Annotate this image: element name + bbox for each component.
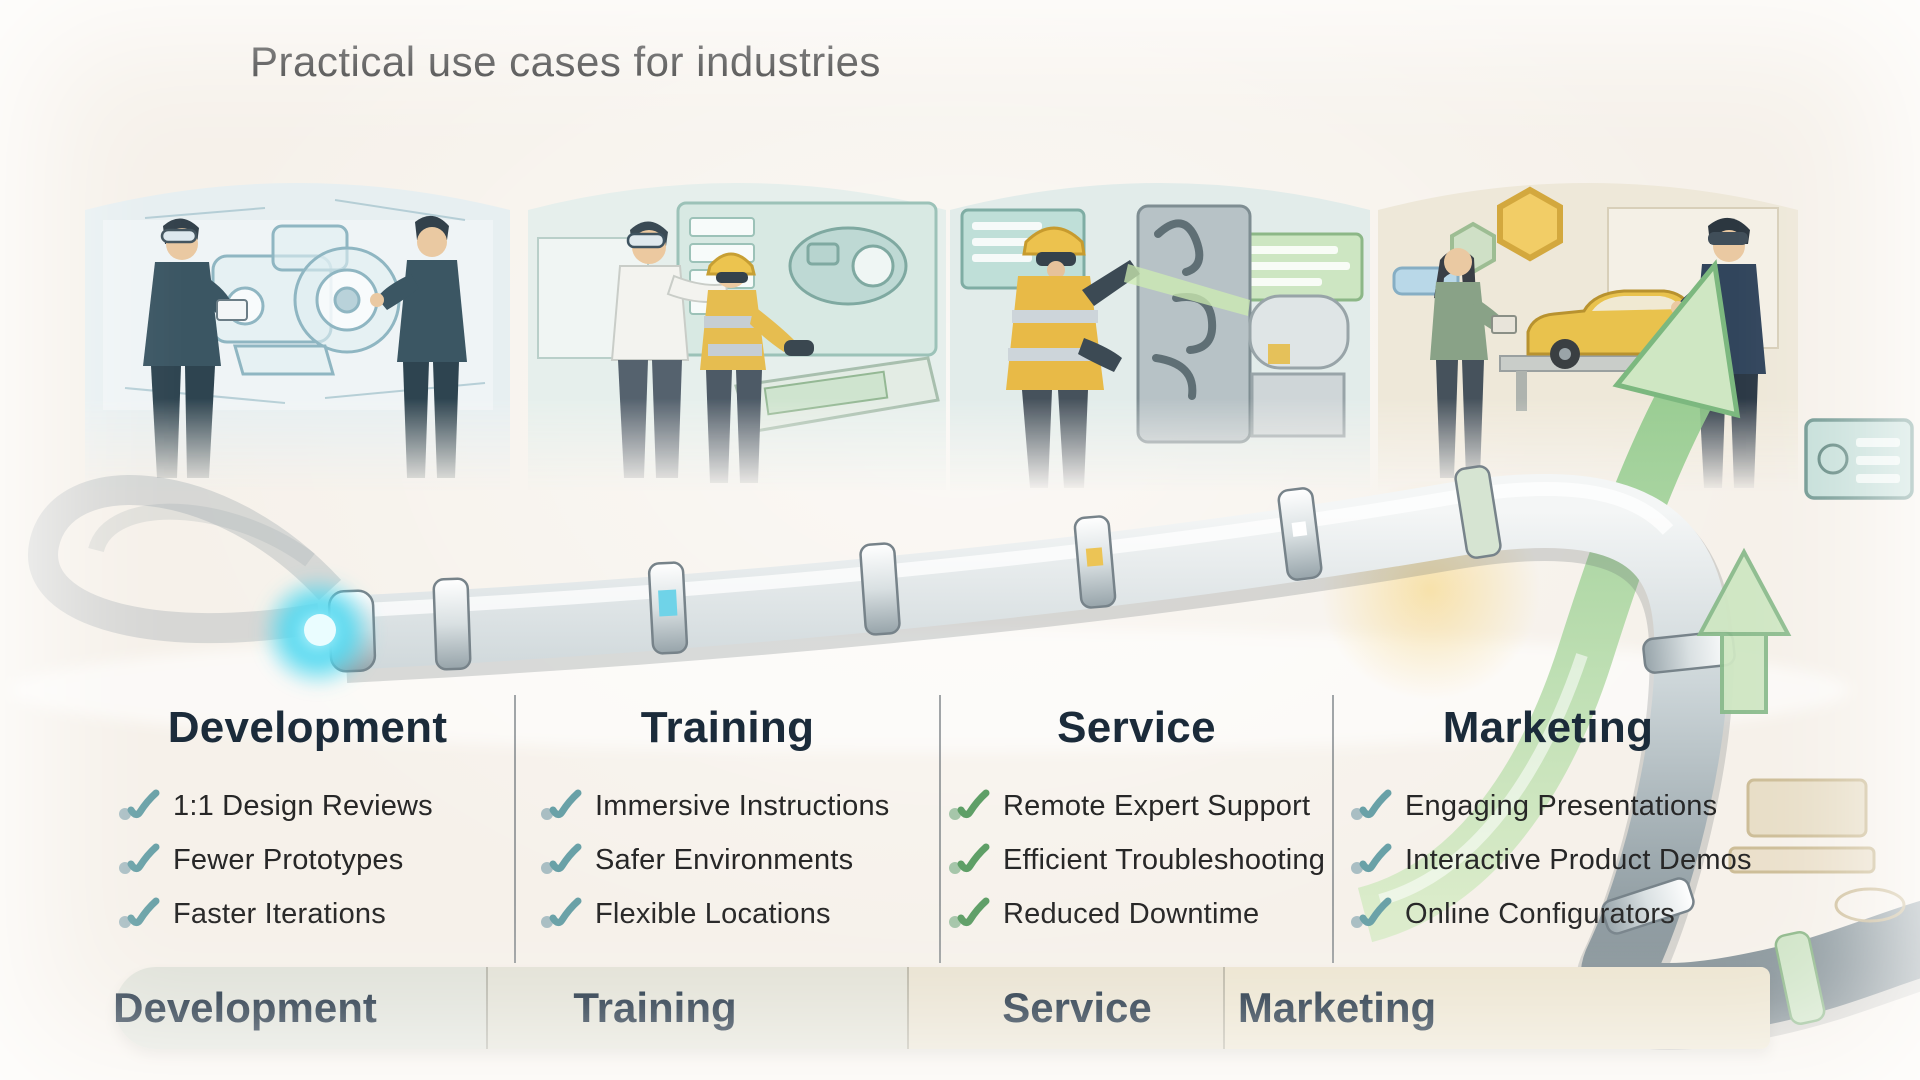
use-case-label: Online Configurators <box>1405 897 1675 930</box>
use-case-list-development: 1:1 Design Reviews Fewer Prototypes Fast… <box>118 779 433 941</box>
panel-training-illustration <box>528 148 946 496</box>
check-icon <box>949 897 990 928</box>
page-title: Practical use cases for industries <box>250 38 881 85</box>
column-header-development: Development <box>167 703 448 752</box>
check-icon <box>119 897 160 928</box>
check-icon <box>541 897 582 928</box>
panel-service-illustration <box>950 148 1370 496</box>
column-header-training: Training <box>640 703 815 752</box>
list-item: Safer Environments <box>540 833 889 887</box>
check-icon <box>1351 897 1392 928</box>
list-item: Engaging Presentations <box>1350 779 1752 833</box>
use-case-label: Reduced Downtime <box>1003 897 1260 930</box>
service-technician <box>1006 226 1250 488</box>
check-icon <box>949 843 990 874</box>
use-case-label: Faster Iterations <box>173 897 386 930</box>
column-header-service: Service <box>1057 703 1216 752</box>
trainee-hard-hat <box>700 252 814 483</box>
check-icon <box>1351 789 1392 820</box>
use-case-label: Interactive Product Demos <box>1405 843 1752 876</box>
development-scene-art <box>85 183 510 496</box>
check-icon <box>119 789 160 820</box>
bar-label-development: Development <box>113 984 377 1031</box>
use-case-label: Safer Environments <box>595 843 854 876</box>
bar-label-marketing: Marketing <box>1237 984 1437 1031</box>
list-item: Remote Expert Support <box>948 779 1325 833</box>
list-item: Online Configurators <box>1350 887 1752 941</box>
check-icon <box>541 789 582 820</box>
trainer-with-headset <box>610 221 730 478</box>
list-item: Faster Iterations <box>118 887 433 941</box>
use-case-label: Flexible Locations <box>595 897 831 930</box>
use-case-list-service: Remote Expert Support Efficient Troubles… <box>948 779 1325 941</box>
small-growth-arrow <box>1696 547 1792 714</box>
engineer-pointing <box>370 215 467 478</box>
list-item: Fewer Prototypes <box>118 833 433 887</box>
use-case-label: Remote Expert Support <box>1003 789 1311 822</box>
panel-development-illustration <box>85 148 510 496</box>
list-item: Efficient Troubleshooting <box>948 833 1325 887</box>
use-case-label: Immersive Instructions <box>595 789 890 822</box>
use-case-list-marketing: Engaging Presentations Interactive Produ… <box>1350 779 1752 941</box>
panel-marketing-illustration <box>1378 148 1798 496</box>
list-item: Immersive Instructions <box>540 779 889 833</box>
bar-label-service: Service <box>1002 984 1152 1031</box>
service-scene-art <box>950 183 1370 496</box>
training-scene-art <box>528 183 946 496</box>
check-icon <box>541 843 582 874</box>
check-icon <box>119 843 160 874</box>
list-item: Interactive Product Demos <box>1350 833 1752 887</box>
use-case-label: 1:1 Design Reviews <box>173 789 433 822</box>
list-item: Flexible Locations <box>540 887 889 941</box>
hexagon-badge <box>1497 186 1563 262</box>
use-case-label: Engaging Presentations <box>1405 789 1718 822</box>
column-header-marketing: Marketing <box>1442 703 1654 752</box>
use-case-label: Fewer Prototypes <box>173 843 404 876</box>
pipe-coil <box>28 475 342 644</box>
use-case-label: Efficient Troubleshooting <box>1003 843 1326 876</box>
sketch-workstation <box>1728 778 1906 923</box>
marketing-scene-art <box>1378 183 1798 496</box>
floating-screen-icon <box>1804 418 1914 500</box>
industrial-machine <box>1136 204 1350 444</box>
use-case-list-training: Immersive Instructions Safer Environment… <box>540 779 889 941</box>
bar-label-training: Training <box>573 984 737 1031</box>
check-icon <box>1351 843 1392 874</box>
check-icon <box>949 789 990 820</box>
list-item: 1:1 Design Reviews <box>118 779 433 833</box>
engineer-with-headset <box>143 218 248 478</box>
list-item: Reduced Downtime <box>948 887 1325 941</box>
pipe-glow-tip <box>260 574 377 690</box>
